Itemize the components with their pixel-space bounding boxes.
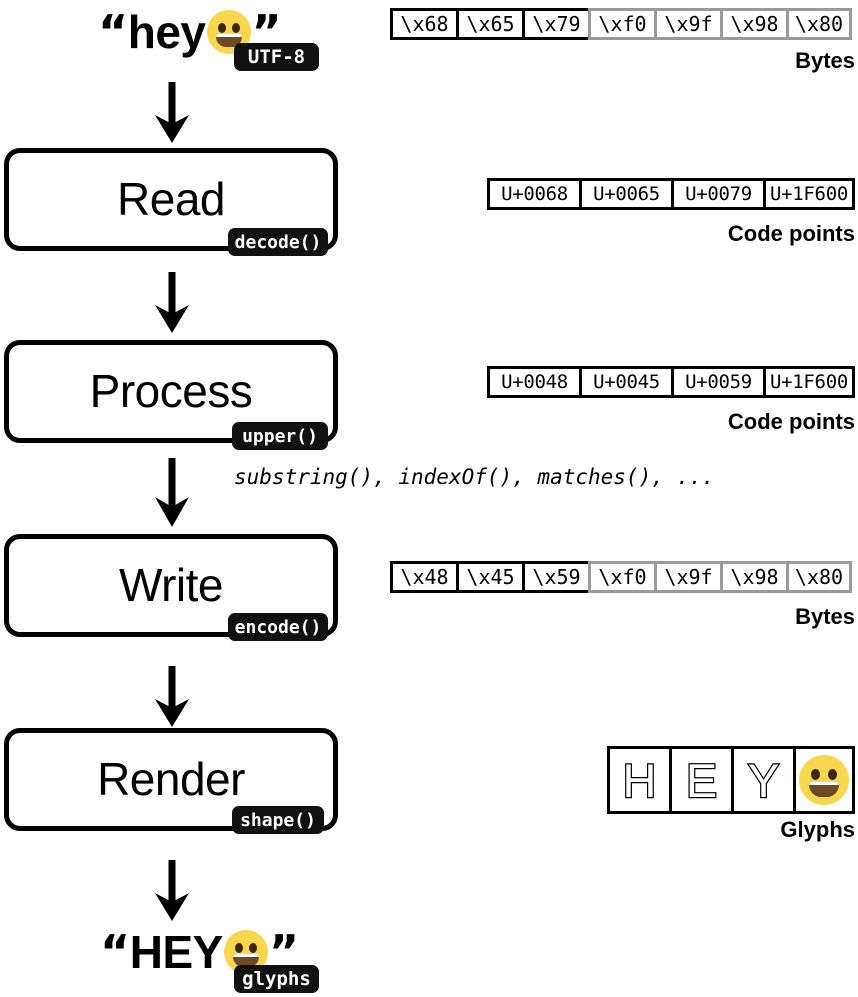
glyph-cell: E [669,746,731,814]
output-text: HEY [129,926,224,978]
codepoint-cell: U+0045 [579,366,671,398]
stage-label: Render [97,752,245,805]
output-bytes-table: \x48 \x45 \x59 \xf0 \x9f \x98 \x80 [390,561,852,593]
input-text: hey [127,6,206,58]
stage-badge-upper: upper() [232,422,328,450]
byte-cell: \x80 [786,8,852,40]
flow-arrow-down [150,860,194,927]
codepoint-cell: U+0079 [671,178,763,210]
codepoint-cell: U+1F600 [763,178,855,210]
input-encoding-badge: UTF-8 [234,43,319,71]
flow-arrow-down [150,82,194,149]
byte-cell: \x45 [456,561,522,593]
output-glyphs-badge: glyphs [234,965,319,993]
byte-cell: \x59 [522,561,588,593]
byte-cell: \xf0 [588,561,654,593]
glyph-cell [793,746,855,814]
grinning-face-icon [799,755,849,805]
glyphs-caption: Glyphs [780,817,855,842]
glyph-outline-letter: Y [747,753,781,807]
byte-cell: \x79 [522,8,588,40]
glyph-outline-letter: H [621,753,657,807]
codepoint-cell: U+0068 [487,178,579,210]
stage-label: Write [119,558,224,611]
codepoint-cell: U+0048 [487,366,579,398]
output-bytes-caption: Bytes [795,604,855,629]
flow-arrow-down [150,666,194,733]
stage-badge-shape: shape() [232,806,324,834]
byte-cell: \x80 [786,561,852,593]
byte-cell: \xf0 [588,8,654,40]
input-open-quote: “ [98,5,128,59]
stage-badge-decode: decode() [228,228,328,256]
glyphs-table: H E Y [607,746,855,814]
stage-label: Read [117,172,225,225]
input-codepoints-table: U+0068 U+0065 U+0079 U+1F600 [487,178,855,210]
codepoint-cell: U+1F600 [763,366,855,398]
byte-cell: \x48 [390,561,456,593]
output-string: “ HEY ” [100,925,299,979]
stage-label: Process [89,364,253,417]
byte-cell: \x65 [456,8,522,40]
byte-cell: \x98 [720,8,786,40]
codepoint-cell: U+0059 [671,366,763,398]
string-operations-annotation: substring(), indexOf(), matches(), ... [234,465,715,489]
glyph-cell: Y [731,746,793,814]
stage-badge-encode: encode() [228,613,328,641]
flow-arrow-down [150,272,194,339]
output-open-quote: “ [100,925,130,979]
glyph-outline-letter: E [685,753,719,807]
codepoint-cell: U+0065 [579,178,671,210]
flow-arrow-down [150,458,194,533]
input-bytes-table: \x68 \x65 \x79 \xf0 \x9f \x98 \x80 [390,8,852,40]
input-codepoints-caption: Code points [727,221,855,246]
byte-cell: \x9f [654,8,720,40]
input-bytes-caption: Bytes [795,48,855,73]
byte-cell: \x98 [720,561,786,593]
upper-codepoints-caption: Code points [727,409,855,434]
byte-cell: \x9f [654,561,720,593]
glyph-cell: H [607,746,669,814]
upper-codepoints-table: U+0048 U+0045 U+0059 U+1F600 [487,366,855,398]
byte-cell: \x68 [390,8,456,40]
